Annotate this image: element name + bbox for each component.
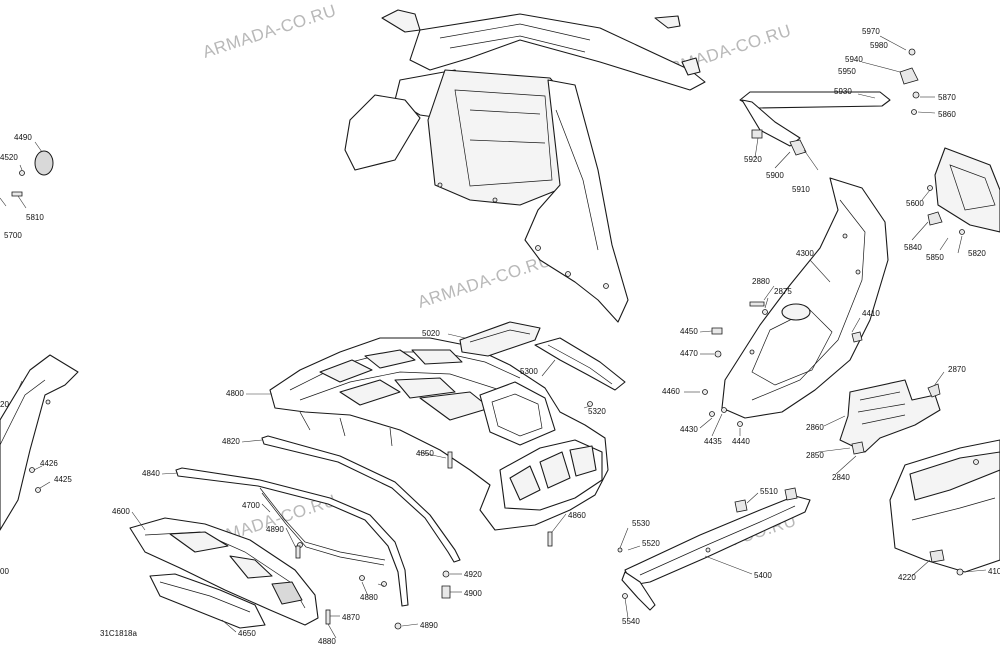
leader-lines (17, 137, 987, 639)
label-4425: 4425 (54, 475, 72, 484)
label-5320: 5320 (588, 407, 606, 416)
rear-fender-right (889, 439, 1000, 576)
side-panel-assembly (702, 177, 941, 455)
light-housing-assembly (927, 147, 1000, 235)
label-00: 00 (0, 567, 9, 576)
label-4440: 4440 (732, 437, 750, 446)
label-5810: 5810 (26, 213, 44, 222)
watermark-3: ARMADA-CO.RU (415, 251, 553, 312)
rear-rack-assembly (269, 337, 609, 547)
label-4426: 4426 (40, 459, 58, 468)
label-2850: 2850 (806, 451, 824, 460)
label-4850: 4850 (416, 449, 434, 458)
label-5920: 5920 (744, 155, 762, 164)
label-4890: 4890 (266, 525, 284, 534)
label-4860: 4860 (568, 511, 586, 520)
label-4450: 4450 (680, 327, 698, 336)
label-4900: 4900 (464, 589, 482, 598)
label-4700: 4700 (242, 501, 260, 510)
label-5930: 5930 (834, 87, 852, 96)
label-5910: 5910 (792, 185, 810, 194)
label-4890-b: 4890 (420, 621, 438, 630)
step-bracket-assembly (617, 487, 811, 611)
label-2880: 2880 (752, 277, 770, 286)
label-4600: 4600 (112, 507, 130, 516)
label-4460: 4460 (662, 387, 680, 396)
label-4840: 4840 (142, 469, 160, 478)
label-5820: 5820 (968, 249, 986, 258)
label-4650: 4650 (238, 629, 256, 638)
diagram-code: 31C1818a (100, 629, 137, 638)
label-5950: 5950 (838, 67, 856, 76)
label-5970: 5970 (862, 27, 880, 36)
grab-handle-assembly (739, 35, 936, 171)
label-5020: 5020 (422, 329, 440, 338)
label-410: 410 (988, 567, 1000, 576)
front-fender-left (0, 354, 79, 531)
label-4490: 4490 (14, 133, 32, 142)
tail-panel-assembly (129, 517, 402, 630)
label-5400: 5400 (754, 571, 772, 580)
label-5300: 5300 (520, 367, 538, 376)
label-4435: 4435 (704, 437, 722, 446)
label-4880-b: 4880 (318, 637, 336, 646)
watermark-1: ARMADA-CO.RU (200, 1, 338, 62)
label-4430: 4430 (680, 425, 698, 434)
label-4300: 4300 (796, 249, 814, 258)
label-2870: 2870 (948, 365, 966, 374)
label-4220: 4220 (898, 573, 916, 582)
label-2875: 2875 (774, 287, 792, 296)
label-4870: 4870 (342, 613, 360, 622)
label-5980: 5980 (870, 41, 888, 50)
label-5540: 5540 (622, 617, 640, 626)
label-5870: 5870 (938, 93, 956, 102)
label-2860: 2860 (806, 423, 824, 432)
label-4470: 4470 (680, 349, 698, 358)
label-5600: 5600 (906, 199, 924, 208)
label-5900: 5900 (766, 171, 784, 180)
hardware-center-bottom (441, 570, 462, 599)
reflector-assembly (0, 150, 54, 207)
label-5840: 5840 (904, 243, 922, 252)
label-4520: 4520 (0, 153, 18, 162)
label-4410: 4410 (862, 309, 880, 318)
label-4880-a: 4880 (360, 593, 378, 602)
label-5940: 5940 (845, 55, 863, 64)
label-5510: 5510 (760, 487, 778, 496)
label-2840: 2840 (832, 473, 850, 482)
rack-bracket-assembly (459, 321, 626, 407)
label-4920: 4920 (464, 570, 482, 579)
label-4800: 4800 (226, 389, 244, 398)
part-number-labels: 4490 4520 5810 5700 20 4426 4425 00 5970… (0, 27, 1000, 646)
label-4820: 4820 (222, 437, 240, 446)
tube-rails (175, 435, 461, 607)
label-5520: 5520 (642, 539, 660, 548)
label-5530: 5530 (632, 519, 650, 528)
front-fender-assembly (344, 9, 706, 323)
label-5700: 5700 (4, 231, 22, 240)
label-5850: 5850 (926, 253, 944, 262)
label-5860: 5860 (938, 110, 956, 119)
label-20: 20 (0, 400, 9, 409)
